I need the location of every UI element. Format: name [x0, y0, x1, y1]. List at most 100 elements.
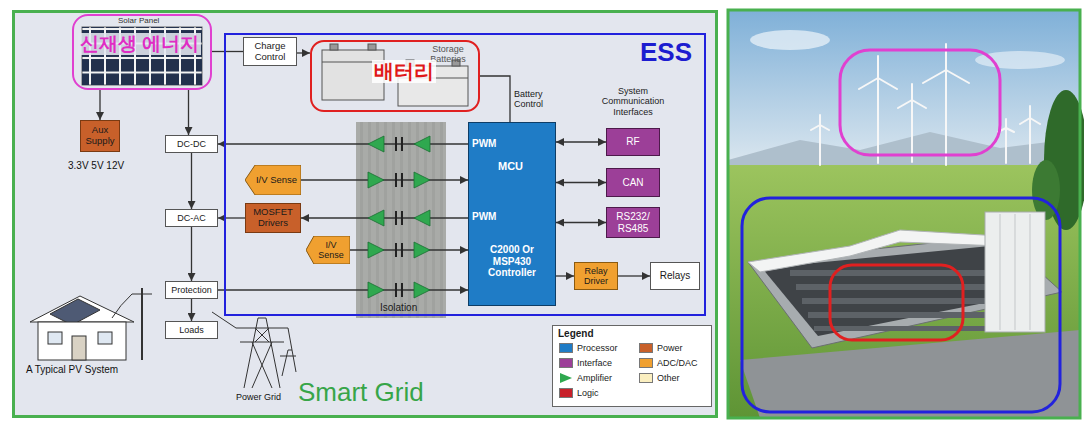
connector — [618, 275, 650, 276]
ess-photo — [1029, 118, 1031, 163]
solar-panel: Solar Panel 신재생 에너지 — [72, 14, 212, 90]
relay-driver-box: Relay Driver — [574, 262, 618, 290]
node-text: RS232/ RS485 — [609, 211, 657, 234]
legend-swatch — [559, 358, 573, 368]
connector — [218, 143, 468, 144]
isolation-amplifiers — [401, 173, 403, 187]
isolation-amplifiers — [368, 242, 384, 258]
legend-symbol — [559, 373, 573, 383]
power-tower — [236, 328, 288, 329]
ess-photo — [877, 56, 879, 78]
process-box: DC-AC — [165, 209, 218, 227]
node-text: PWM — [472, 138, 496, 150]
legend-row: Logic — [559, 388, 599, 398]
ess-photo — [946, 70, 969, 83]
node-text: Legend — [558, 328, 594, 340]
figure-label: Power Grid — [236, 392, 281, 402]
legend-text: ADC/DAC — [657, 358, 698, 368]
ess-photo — [945, 44, 947, 70]
isolation-amplifiers — [414, 210, 430, 226]
isolation-amplifiers — [396, 137, 402, 297]
ess-photo — [985, 212, 1045, 332]
node-text: MOSFET Drivers — [248, 207, 298, 229]
legend-row: ADC/DAC — [639, 358, 698, 368]
ess-photo — [1020, 118, 1030, 124]
power-tower — [212, 312, 296, 388]
legend-text: Interface — [577, 358, 612, 368]
pv-house — [98, 332, 112, 344]
connector — [297, 52, 310, 53]
legend-text: Amplifier — [577, 373, 612, 383]
node-text: C2000 Or MSP430 Controller — [476, 244, 548, 279]
pv-house — [48, 332, 62, 344]
power-tower — [282, 350, 296, 376]
voltage-label: 3.3V 5V 12V — [68, 160, 124, 172]
ess-photo — [1006, 128, 1014, 132]
legend-text: Logic — [577, 388, 599, 398]
connector — [99, 90, 100, 120]
isolation-amplifiers — [368, 282, 384, 298]
node-text: MCU — [498, 160, 523, 173]
ess-photo — [1030, 214, 1031, 330]
isolation-amplifiers — [395, 137, 397, 151]
connector — [191, 299, 192, 321]
ess-photo — [790, 270, 1008, 331]
isolation-amplifiers — [395, 211, 397, 225]
mcu-box: PWMMCUPWMC2000 Or MSP430 Controller — [468, 122, 556, 306]
node-text: ESS — [640, 38, 692, 68]
node-text: I/V Sense — [314, 240, 348, 261]
ess-photo — [750, 30, 830, 50]
ess-photo — [728, 10, 1080, 418]
battery-art — [330, 44, 338, 50]
interface-caption: System Communication Interfaces — [590, 86, 676, 117]
power-tower — [288, 328, 292, 350]
ess-photo — [728, 10, 1080, 418]
isolation-amplifiers — [368, 136, 384, 152]
isolation-band: Isolation — [356, 122, 446, 318]
node-text: RF — [626, 136, 639, 148]
legend-text: Power — [657, 343, 683, 353]
node-text: DC-AC — [177, 213, 206, 223]
connector — [188, 90, 189, 135]
interface-box: CAN — [606, 168, 660, 197]
node-text: CAN — [622, 177, 643, 189]
isolation-band-art — [356, 122, 446, 318]
ess-photo — [877, 78, 879, 163]
node-text: PWM — [472, 211, 496, 223]
ess-photo — [728, 10, 1084, 418]
isolation-amplifiers — [414, 136, 430, 152]
ess-photo — [859, 78, 878, 89]
ess-photo — [811, 125, 820, 130]
node-text: Loads — [179, 325, 204, 335]
legend-swatch — [639, 358, 653, 368]
ess-photo — [819, 115, 821, 125]
ess-photo — [1000, 214, 1001, 330]
legend-row: Processor — [559, 343, 618, 353]
ess-photo — [878, 78, 897, 89]
node-text: Relays — [660, 270, 691, 282]
legend-row: Amplifier — [559, 373, 612, 383]
node-text: I/V Sense — [256, 175, 297, 186]
ess-photo — [840, 50, 1000, 155]
ess-region: ESSCharge ControlStorage Batteries배터리I/V… — [224, 33, 706, 316]
battery-art — [368, 44, 376, 50]
legend-row: Power — [639, 343, 683, 353]
legend-swatch — [639, 343, 653, 353]
ess-photo — [923, 70, 946, 83]
isolation-amplifiers — [414, 282, 430, 298]
ess-photo — [911, 100, 913, 162]
pv-house — [141, 288, 143, 360]
node-text: Solar Panel — [118, 16, 159, 25]
adc-tag: I/V Sense — [306, 236, 350, 264]
node-text: Relay Driver — [577, 266, 615, 287]
isolation-amplifiers — [414, 242, 430, 258]
ess-photo — [1005, 119, 1007, 128]
pv-house — [132, 294, 152, 295]
connector — [212, 51, 243, 52]
ess-photo — [1015, 214, 1016, 330]
power-box: MOSFET Drivers — [245, 203, 301, 233]
ess-photo — [814, 326, 1004, 331]
ess-photo — [912, 100, 926, 108]
node-text: 신재생 에너지 — [78, 33, 201, 55]
process-box: Loads — [165, 321, 218, 339]
